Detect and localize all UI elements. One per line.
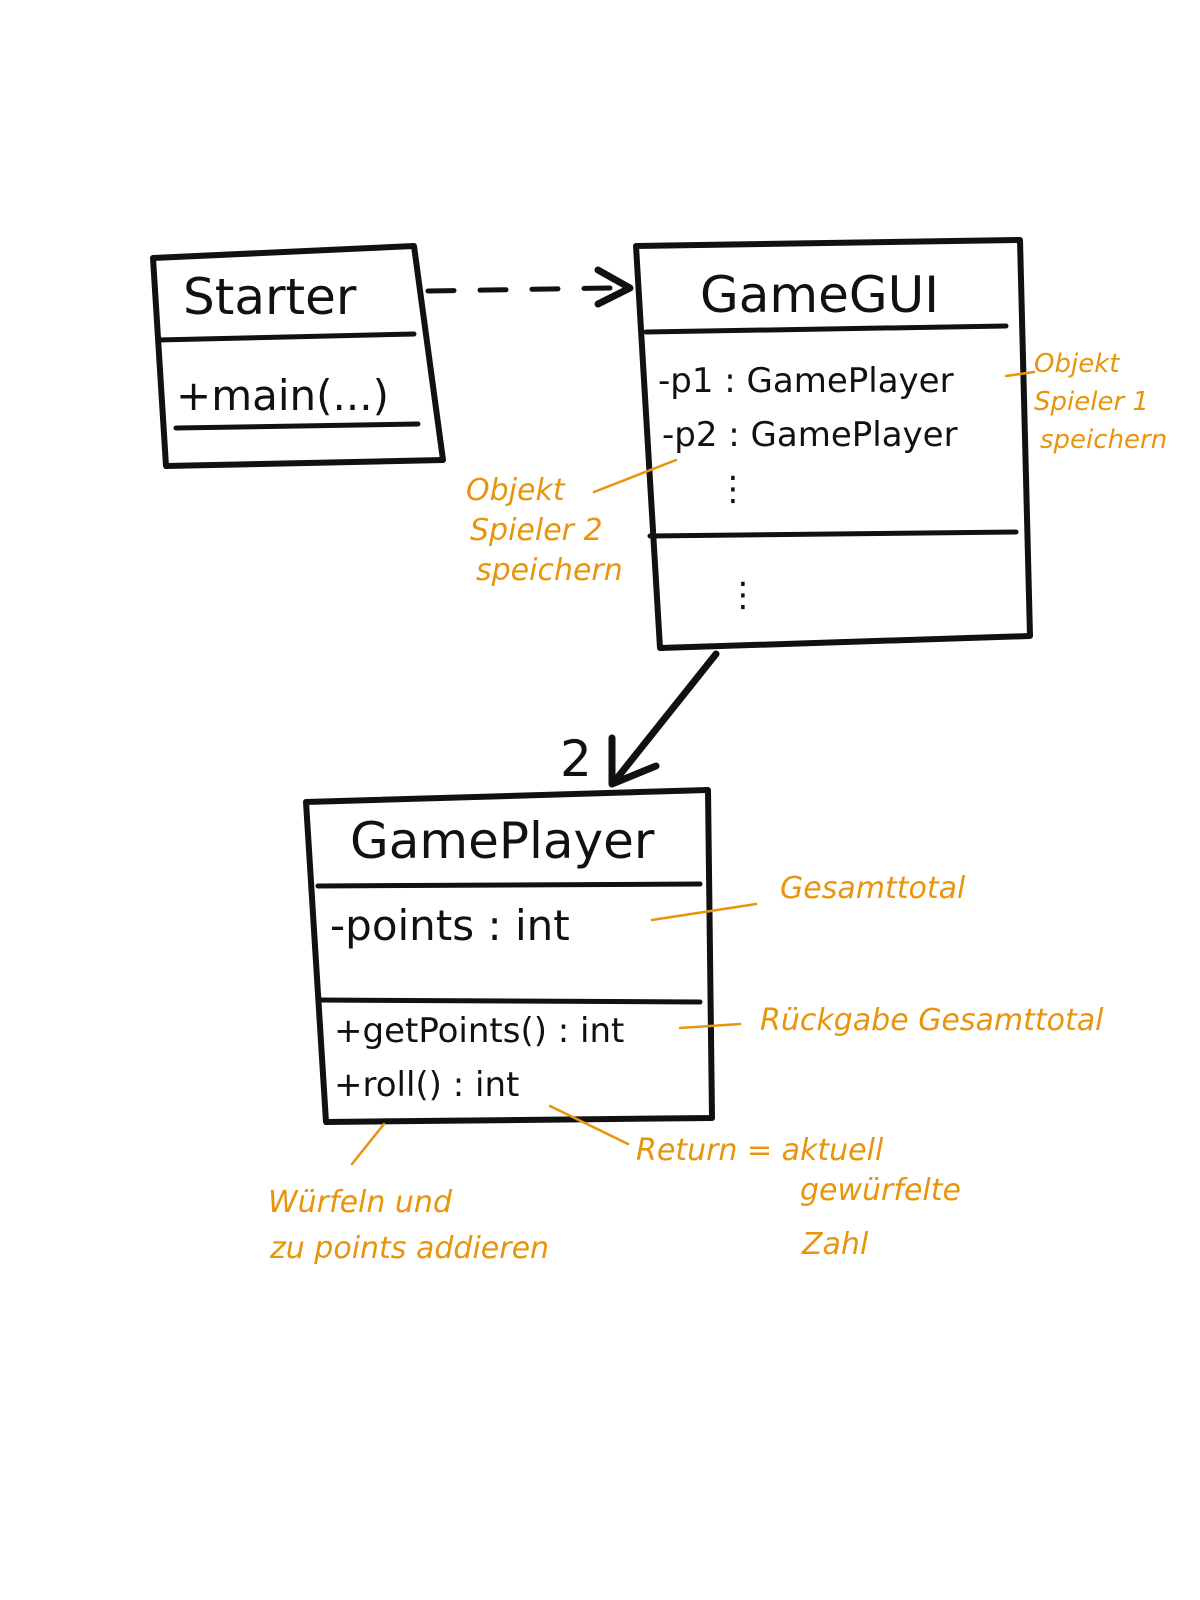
getpoints-note-leader: [678, 1022, 742, 1030]
gamegui-box: [633, 237, 1033, 651]
starter-method-main: +main(...): [176, 371, 389, 420]
p2-note-line-3: speichern: [476, 553, 623, 588]
starter-underline: [173, 421, 421, 431]
association-multiplicity: 2: [560, 730, 592, 788]
gameplayer-box: [303, 787, 715, 1125]
roll-return-note-line-1: Return = aktuell: [636, 1133, 884, 1168]
p2-note-line-2: Spieler 2: [470, 513, 603, 548]
gameplayer-attr-points: -points : int: [330, 901, 570, 950]
class-gamegui: GameGUI -p1 : GamePlayer -p2 : GamePlaye…: [633, 237, 1033, 651]
dependency-arrowhead: [594, 266, 634, 308]
gameplayer-method-roll: +roll() : int: [334, 1065, 519, 1105]
roll-return-note-leader: [548, 1104, 630, 1146]
p1-note-line-3: speichern: [1040, 425, 1167, 455]
gamegui-separator-bottom: [647, 529, 1019, 539]
class-gameplayer: GamePlayer -points : int +getPoints() : …: [303, 787, 715, 1125]
p1-note-line-2: Spieler 1: [1034, 387, 1149, 417]
points-note-leader: [650, 902, 758, 922]
gamegui-attr-more: ⋮: [716, 469, 750, 509]
roll-action-note-line-1: Würfeln und: [268, 1185, 453, 1220]
gamegui-method-more: ⋮: [726, 575, 760, 615]
p1-note-line-1: Objekt: [1034, 349, 1120, 379]
gamegui-name: GameGUI: [700, 266, 939, 324]
gamegui-attr-p1: -p1 : GamePlayer: [658, 361, 954, 401]
p2-note-leader: [592, 458, 678, 494]
starter-separator: [155, 331, 417, 343]
points-note: Gesamttotal: [780, 871, 966, 906]
getpoints-note: Rückgabe Gesamttotal: [760, 1003, 1104, 1038]
gameplayer-separator-bottom: [315, 997, 703, 1005]
dependency-line: [425, 285, 613, 294]
gameplayer-method-getpoints: +getPoints() : int: [334, 1011, 624, 1051]
gamegui-attr-p2: -p2 : GamePlayer: [662, 415, 958, 455]
gameplayer-separator-top: [315, 881, 703, 889]
roll-return-note-line-2: gewürfelte: [800, 1173, 961, 1208]
dependency-arrow: [425, 266, 634, 308]
association-arrow: 2: [560, 650, 720, 788]
p1-note-leader: [1004, 370, 1036, 378]
p2-note-line-1: Objekt: [466, 473, 566, 508]
roll-action-note-line-2: zu points addieren: [269, 1231, 549, 1266]
roll-action-note-leader: [350, 1122, 386, 1166]
annotations: Objekt Spieler 1 speichern Objekt Spiele…: [268, 349, 1167, 1266]
association-arrowhead: [608, 734, 660, 788]
starter-box: [150, 243, 446, 469]
association-line: [610, 650, 720, 786]
class-starter: Starter +main(...): [150, 243, 446, 469]
starter-name: Starter: [183, 268, 357, 326]
gameplayer-name: GamePlayer: [350, 812, 655, 870]
gamegui-separator-top: [643, 323, 1009, 335]
roll-return-note-line-3: Zahl: [801, 1227, 869, 1262]
